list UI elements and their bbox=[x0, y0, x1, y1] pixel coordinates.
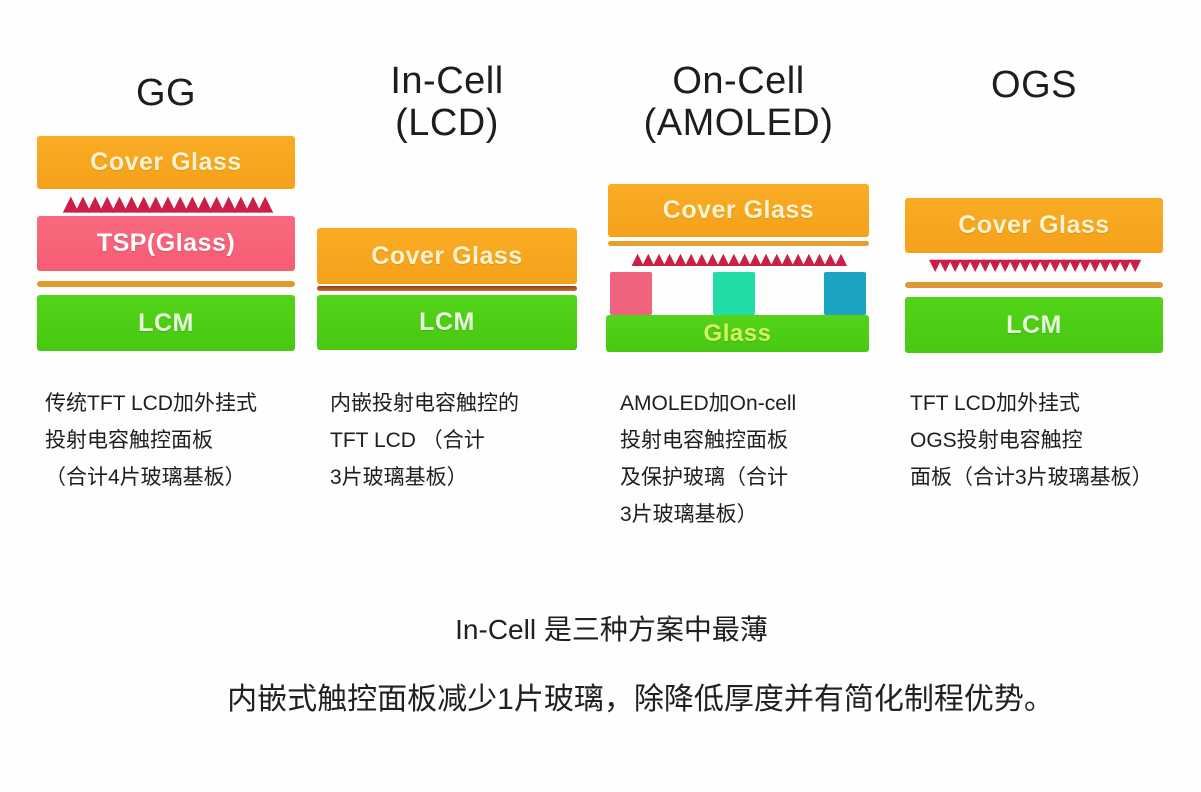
triangle-pattern-icon: ▲▲▲▲▲▲▲▲▲▲▲▲▲▲▲▲▲▲▲▲ bbox=[631, 251, 847, 267]
oncell-electrode-teal bbox=[713, 272, 755, 315]
column-title-on-cell: On-Cell (AMOLED) bbox=[608, 60, 869, 144]
layer-label: Cover Glass bbox=[662, 196, 815, 224]
layer-label: LCM bbox=[138, 308, 194, 337]
title-text: GG bbox=[135, 72, 197, 114]
description-line: OGS投射电容触控 bbox=[910, 429, 1083, 452]
footer-summary-line1: In-Cell 是三种方案中最薄 bbox=[455, 614, 768, 645]
gg-sensor-triangle-row: ▲▲▲▲▲▲▲▲▲▲▲▲▲▲▲▲▲ bbox=[37, 193, 295, 213]
triangle-pattern-icon: ▼▼▼▼▼▼▼▼▼▼▼▼▼▼▼▼▼▼▼▼▼ bbox=[928, 257, 1141, 274]
oncell-electrode-blue bbox=[824, 272, 866, 315]
description-line: 3片玻璃基板） bbox=[330, 466, 468, 489]
gg-cover-glass-layer: Cover Glass bbox=[37, 136, 295, 189]
oncell-description: AMOLED加On-cell 投射电容触控面板 及保护玻璃（合计 3片玻璃基板） bbox=[620, 385, 796, 533]
oncell-electrode-pink bbox=[610, 272, 652, 315]
description-line: （合计4片玻璃基板） bbox=[45, 466, 246, 489]
layer-label: Cover Glass bbox=[371, 241, 523, 270]
title-text: (LCD) bbox=[395, 102, 499, 144]
ogs-description: TFT LCD加外挂式 OGS投射电容触控 面板（合计3片玻璃基板） bbox=[910, 385, 1153, 496]
title-text: OGS bbox=[991, 64, 1077, 106]
description-line: 3片玻璃基板） bbox=[620, 503, 758, 526]
title-text: In-Cell bbox=[390, 60, 504, 102]
column-title-gg: GG bbox=[37, 72, 295, 114]
gg-lcm-layer: LCM bbox=[37, 295, 295, 351]
ogs-adhesive-line bbox=[905, 282, 1163, 288]
description-line: 面板（合计3片玻璃基板） bbox=[910, 466, 1153, 489]
description-line: 投射电容触控面板 bbox=[620, 429, 788, 452]
description-line: AMOLED加On-cell bbox=[620, 392, 797, 415]
column-title-ogs: OGS bbox=[905, 64, 1163, 106]
description-line: 内嵌投射电容触控的 bbox=[330, 392, 519, 415]
description-line: TFT LCD （合计 bbox=[330, 429, 485, 452]
oncell-sensor-triangle-row: ▲▲▲▲▲▲▲▲▲▲▲▲▲▲▲▲▲▲▲▲ bbox=[608, 251, 869, 267]
description-line: TFT LCD加外挂式 bbox=[910, 392, 1080, 415]
gg-adhesive-line bbox=[37, 281, 295, 287]
description-line: 及保护玻璃（合计 bbox=[620, 466, 788, 489]
oncell-cover-glass-layer: Cover Glass bbox=[608, 184, 869, 237]
column-title-in-cell: In-Cell (LCD) bbox=[317, 60, 577, 144]
layer-label: LCM bbox=[1006, 310, 1062, 339]
description-line: 投射电容触控面板 bbox=[45, 429, 213, 452]
incell-description: 内嵌投射电容触控的 TFT LCD （合计 3片玻璃基板） bbox=[330, 385, 519, 496]
description-line: 传统TFT LCD加外挂式 bbox=[45, 392, 257, 415]
layer-label: Glass bbox=[703, 319, 772, 347]
title-text: (AMOLED) bbox=[643, 102, 834, 144]
gg-tsp-glass-layer: TSP(Glass) bbox=[37, 216, 295, 271]
layer-label: LCM bbox=[419, 308, 475, 336]
triangle-pattern-icon: ▲▲▲▲▲▲▲▲▲▲▲▲▲▲▲▲▲ bbox=[62, 193, 274, 213]
oncell-glass-layer: Glass bbox=[606, 315, 869, 352]
incell-cover-glass-layer: Cover Glass bbox=[317, 228, 577, 284]
footer-summary-line2: 内嵌式触控面板减少1片玻璃，除降低厚度并有简化制程优势。 bbox=[227, 683, 1054, 716]
incell-bond-line bbox=[317, 286, 577, 291]
layer-label: Cover Glass bbox=[90, 148, 242, 176]
title-text: On-Cell bbox=[672, 60, 805, 102]
layer-label: Cover Glass bbox=[958, 211, 1110, 239]
oncell-adhesive-line bbox=[608, 241, 869, 246]
layer-label: TSP(Glass) bbox=[96, 229, 236, 257]
incell-lcm-layer: LCM bbox=[317, 295, 577, 350]
gg-description: 传统TFT LCD加外挂式 投射电容触控面板 （合计4片玻璃基板） bbox=[45, 385, 257, 496]
ogs-cover-glass-layer: Cover Glass bbox=[905, 198, 1163, 253]
ogs-lcm-layer: LCM bbox=[905, 297, 1163, 353]
ogs-sensor-triangle-row: ▼▼▼▼▼▼▼▼▼▼▼▼▼▼▼▼▼▼▼▼▼ bbox=[905, 257, 1163, 274]
